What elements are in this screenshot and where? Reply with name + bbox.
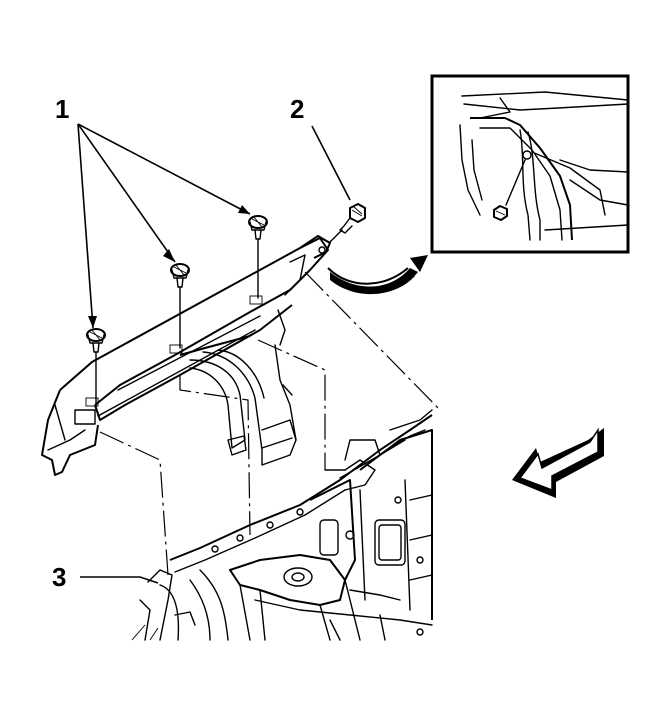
callout-1-leaders [77,123,251,329]
bolt-icon [493,205,508,221]
push-pin-retainer-3 [248,215,268,240]
callout-3-leader [80,576,159,584]
push-pin-retainer-1 [86,328,106,353]
callout-1-label: 1 [55,94,69,124]
detail-inset [430,74,630,254]
alignment-centerlines [99,271,441,576]
push-pin-retainer-2 [170,263,190,288]
body-structure [131,409,433,641]
callout-3-label: 3 [52,562,66,592]
wheelhouse-liner [179,309,297,466]
bolt [329,203,366,243]
callout-2-leader [311,125,351,201]
detail-view-arrow [327,255,428,295]
callout-2-label: 2 [290,94,304,124]
fender-bracket [41,235,331,476]
front-of-vehicle-arrow-icon [512,427,604,498]
pin-guide-lines [95,238,259,409]
